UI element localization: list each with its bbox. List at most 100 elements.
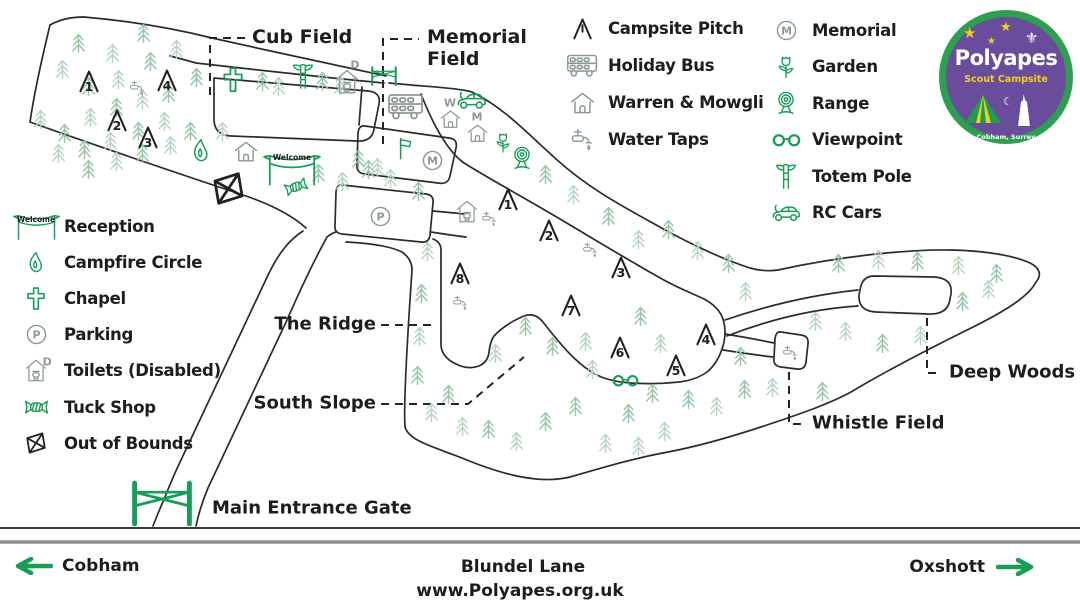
woods-top-boundary (49, 16, 387, 77)
pitch-number: 3 (143, 134, 153, 150)
legend-item-campsite-pitch: Campsite Pitch (556, 10, 763, 47)
legend-label: Water Taps (608, 130, 709, 149)
building-letter-m: M (471, 110, 483, 124)
chapel-icon (8, 286, 64, 311)
legend-label: Range (812, 93, 870, 113)
banner-icon: Welcome (263, 150, 321, 187)
campsite-pitch-marker: 3 (609, 255, 633, 279)
legend-label: Campsite Pitch (608, 19, 744, 38)
star-icon: ★ (987, 36, 996, 47)
pitch-number: 8 (455, 270, 465, 286)
banner-icon: Welcome (8, 211, 64, 241)
legend-item-reception: WelcomeReception (8, 208, 221, 244)
pitch-number: 2 (544, 227, 554, 243)
legend-label: Tuck Shop (64, 397, 156, 417)
totem-icon (760, 163, 812, 190)
rccar-icon (760, 203, 812, 223)
legend-item-toilets-disabled: D Toilets (Disabled) (8, 353, 221, 389)
legend-item-totem-pole: Totem Pole (760, 158, 912, 195)
pitch-number: 1 (84, 78, 94, 94)
map-label-the-ridge: The Ridge (274, 313, 376, 335)
campsite-pitch-marker: 5 (664, 353, 688, 377)
toilets-icon: D (8, 355, 64, 383)
legend-label: RC Cars (812, 203, 882, 223)
legend-item-holiday-bus: Holiday Bus (556, 47, 763, 84)
whistle-field-leader (788, 372, 805, 425)
legend-label: Totem Pole (812, 166, 912, 186)
tent-icon (965, 95, 1001, 123)
legend-label: Holiday Bus (608, 56, 715, 75)
legend-item-chapel: Chapel (8, 280, 221, 316)
footer-website-url: www.Polyapes.org.uk (416, 581, 624, 601)
legend-item-warren-mowgli: Warren & Mowgli (556, 84, 764, 121)
campsite-pitch-marker: 6 (608, 335, 632, 359)
map-label-whistle-field: Whistle Field (812, 412, 945, 434)
legend-label: Memorial (812, 20, 897, 40)
legend-label: Chapel (64, 288, 126, 308)
legend-left-panel: WelcomeReceptionCampfire CircleChapelPar… (8, 208, 221, 461)
pitch-number: 5 (671, 362, 681, 378)
legend-label: Parking (64, 325, 134, 345)
map-label-deep-woods: Deep Woods (949, 361, 1076, 383)
legend-label: Toilets (Disabled) (64, 361, 221, 381)
pitch-number: 1 (503, 196, 513, 212)
legend-item-tuck-shop: Tuck Shop (8, 389, 221, 425)
logo-disc (946, 17, 1066, 137)
campsite-pitch-marker: 3 (136, 125, 160, 149)
building-letter-d: D (42, 355, 52, 369)
range-icon (760, 91, 812, 116)
campsite-pitch-marker: 2 (105, 108, 129, 132)
viewpoint-icon (760, 133, 812, 148)
memorial-field-leader (382, 38, 419, 144)
parking-path-stubs (430, 210, 467, 238)
campsite-pitch-marker: 4 (694, 322, 718, 346)
legend-item-campfire-circle: Campfire Circle (8, 244, 221, 280)
campsite-pitch-marker: 7 (559, 293, 583, 317)
logo-title: Polyapes (954, 46, 1058, 70)
legend-item-water-taps: Water Taps (556, 121, 763, 158)
star-icon: ★ (1000, 20, 1012, 35)
whistle-enclosure (773, 331, 809, 370)
memorial-icon (760, 20, 812, 41)
legend-label: Reception (64, 216, 155, 236)
pitch-number: 4 (701, 331, 711, 347)
logo-subtitle: Scout Campsite (964, 74, 1048, 85)
cub-field-leader (209, 37, 246, 95)
pitch-icon (556, 17, 608, 40)
campsite-pitch-marker: 2 (537, 218, 561, 242)
star-icon: ★ (963, 24, 977, 42)
deep-woods-leader (926, 318, 941, 374)
campsite-pitch-marker: 1 (77, 69, 101, 93)
legend-item-parking: Parking (8, 317, 221, 353)
pitch-number: 4 (162, 77, 172, 93)
oob-icon (8, 431, 64, 455)
map-label-cub-field: Cub Field (252, 26, 353, 49)
legend-label: Viewpoint (812, 130, 903, 150)
logo-location: Cobham, Surrey (976, 133, 1036, 141)
map-label-memorial-field: Memorial Field (427, 26, 527, 70)
campsite-pitch-marker: 8 (448, 261, 472, 285)
legend-item-range: Range (760, 85, 912, 122)
legend-label: Warren & Mowgli (608, 93, 764, 112)
cub-field-clearing (213, 77, 381, 142)
outer-boundary (345, 82, 1041, 481)
footer-road-name: Blundel Lane (460, 557, 586, 577)
deep-woods-clearing (858, 275, 953, 315)
tap-icon (556, 128, 608, 151)
pitch-number: 3 (616, 264, 626, 280)
campfire-icon (8, 251, 64, 274)
footer-place-cobham: Cobham (62, 556, 140, 576)
bus-icon (556, 52, 608, 78)
pitch-number: 2 (112, 117, 122, 133)
garden-icon (760, 55, 812, 79)
driveway-left-edge (152, 230, 304, 527)
legend-item-rc-cars: RC Cars (760, 195, 912, 232)
map-label-main-entrance-gate: Main Entrance Gate (212, 497, 412, 519)
legend-label: Out of Bounds (64, 433, 193, 453)
south-slope-leader (381, 356, 525, 405)
